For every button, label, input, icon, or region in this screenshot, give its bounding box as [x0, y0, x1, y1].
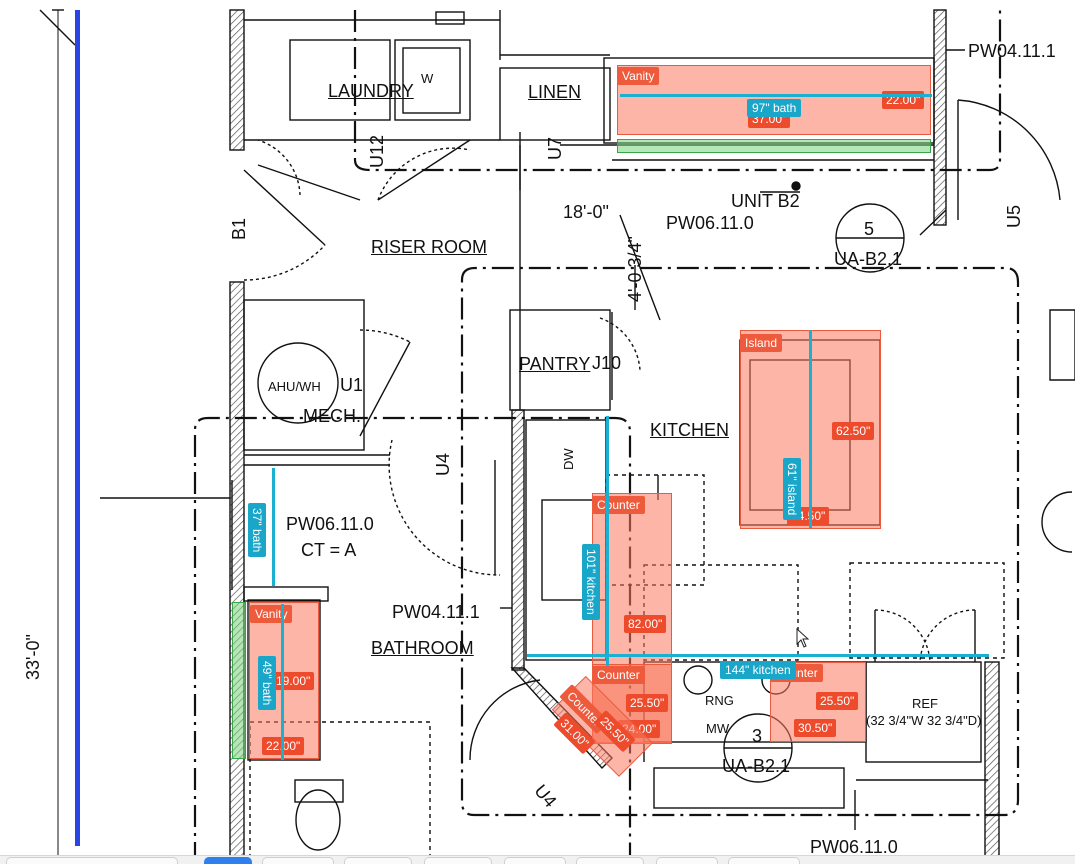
measure-label-kitchen-horiz: 144" kitchen	[720, 661, 796, 679]
shelf-annotation-top[interactable]	[617, 139, 931, 153]
toolbar-tab-4[interactable]	[344, 857, 412, 864]
range-tag: RNG	[705, 693, 734, 708]
toolbar-tab-6[interactable]	[504, 857, 566, 864]
counter-main-label: Counter	[592, 496, 645, 514]
riser-room-label: RISER ROOM	[371, 237, 488, 257]
refrigerator-tag: REF	[912, 696, 938, 711]
island-label: Island	[740, 334, 783, 352]
bottom-toolbar	[0, 855, 1075, 864]
spec-ref-pw06-mid: PW06.11.0	[286, 514, 374, 534]
toolbar-tab-7[interactable]	[576, 857, 644, 864]
countertop-type: CT = A	[301, 540, 357, 560]
mouse-cursor-icon	[796, 628, 810, 648]
ahu-wh-tag: AHU/WH	[268, 379, 321, 394]
spec-ref-pw06-bottom: PW06.11.0	[810, 837, 898, 857]
vanity-top-label: Vanity	[617, 67, 660, 85]
section-5-sheet: UA-B2.1	[834, 249, 903, 269]
counter-right-dim-a: 25.50"	[816, 692, 859, 710]
measure-line-kitchen-vert[interactable]	[606, 416, 609, 666]
measure-label-kitchen-vert: 101" kitchen	[582, 544, 600, 620]
counter-main-dim-a: 82.00"	[624, 615, 667, 633]
shelf-annotation-bath[interactable]	[232, 602, 246, 759]
toolbar-tab-1[interactable]	[6, 857, 178, 864]
vanity-bath-label: Vanity	[250, 605, 293, 623]
vanity-bath-dim-a: 19.00"	[272, 672, 315, 690]
measure-label-bath-top: 97" bath	[747, 99, 802, 117]
counter-lower-label: Counter	[592, 666, 645, 684]
counter-right-dim-b: 30.50"	[794, 719, 837, 737]
equipment-tag-u1: U1	[340, 375, 364, 395]
kitchen-room-label: KITCHEN	[650, 420, 730, 440]
door-tag-j10: J10	[592, 353, 622, 373]
unit-label: UNIT B2	[731, 191, 800, 211]
door-tag-u5: U5	[1004, 204, 1024, 228]
door-tag-b1: B1	[229, 217, 249, 240]
section-3-sheet: UA-B2.1	[722, 756, 791, 776]
door-tag-u4-upper: U4	[433, 452, 453, 476]
section-3-number: 3	[752, 726, 763, 746]
dimension-4ft: 4'-0 3/4"	[625, 236, 645, 302]
section-5-number: 5	[864, 219, 875, 239]
dimension-18ft: 18'-0"	[563, 202, 609, 222]
toolbar-tab-active[interactable]	[204, 857, 252, 864]
washer-tag: W	[421, 71, 434, 86]
measure-line-bath-37[interactable]	[272, 468, 275, 586]
dishwasher-tag: DW	[561, 448, 576, 470]
measure-line-island[interactable]	[809, 330, 812, 528]
spec-ref-pw04-top: PW04.11.1	[968, 41, 1056, 61]
measure-label-bath-37: 37" bath	[248, 503, 266, 558]
measure-label-bath-49: 49" bath	[258, 656, 276, 711]
linen-room-label: LINEN	[528, 82, 582, 102]
toolbar-tab-8[interactable]	[656, 857, 718, 864]
dimension-33ft: 33'-0"	[23, 634, 43, 680]
microwave-tag: MW	[706, 721, 730, 736]
laundry-room-label: LAUNDRY	[328, 81, 414, 101]
door-tag-u12: U12	[367, 134, 387, 168]
door-tag-u7: U7	[545, 136, 565, 160]
pantry-room-label: PANTRY	[519, 354, 591, 374]
counter-lower-dim-a: 25.50"	[626, 694, 669, 712]
measure-line-bath-49[interactable]	[281, 604, 284, 760]
measure-label-island: 61" island	[783, 458, 801, 521]
toolbar-tab-3[interactable]	[262, 857, 334, 864]
spec-ref-pw06-top: PW06.11.0	[666, 213, 754, 233]
toolbar-tab-9[interactable]	[728, 857, 800, 864]
measure-line-kitchen-horiz[interactable]	[527, 654, 989, 657]
bathroom-room-label: BATHROOM	[371, 638, 474, 658]
toolbar-tab-5[interactable]	[424, 857, 492, 864]
mech-room-label: MECH.	[303, 406, 361, 426]
island-dim-a: 62.50"	[832, 422, 875, 440]
refrigerator-size: (32 3/4"W 32 3/4"D)	[866, 713, 982, 728]
spec-ref-pw04-mid: PW04.11.1	[392, 602, 480, 622]
measure-line-bath-top[interactable]	[620, 94, 932, 97]
